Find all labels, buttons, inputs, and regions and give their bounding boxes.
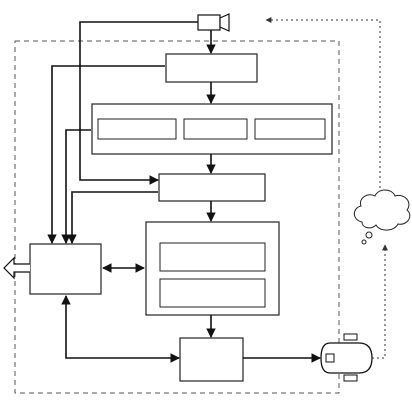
top-process-box: [165, 53, 258, 83]
camera-icon: [197, 13, 230, 32]
system-boundary: [14, 40, 340, 394]
analysis-module-a: [97, 118, 177, 140]
cloud-icon: [353, 189, 411, 245]
left-controller-box: [29, 243, 102, 295]
middle-process-box: [158, 173, 266, 202]
analysis-module-c: [254, 118, 326, 140]
analysis-module-b: [183, 118, 248, 140]
storage-module-a: [159, 242, 266, 272]
robot-icon: [320, 333, 373, 382]
feedback-path: [265, 17, 388, 359]
connectors: [47, 21, 321, 363]
storage-module-b: [159, 278, 266, 308]
output-arrow-icon: [3, 256, 30, 280]
bottom-process-box: [179, 337, 244, 382]
